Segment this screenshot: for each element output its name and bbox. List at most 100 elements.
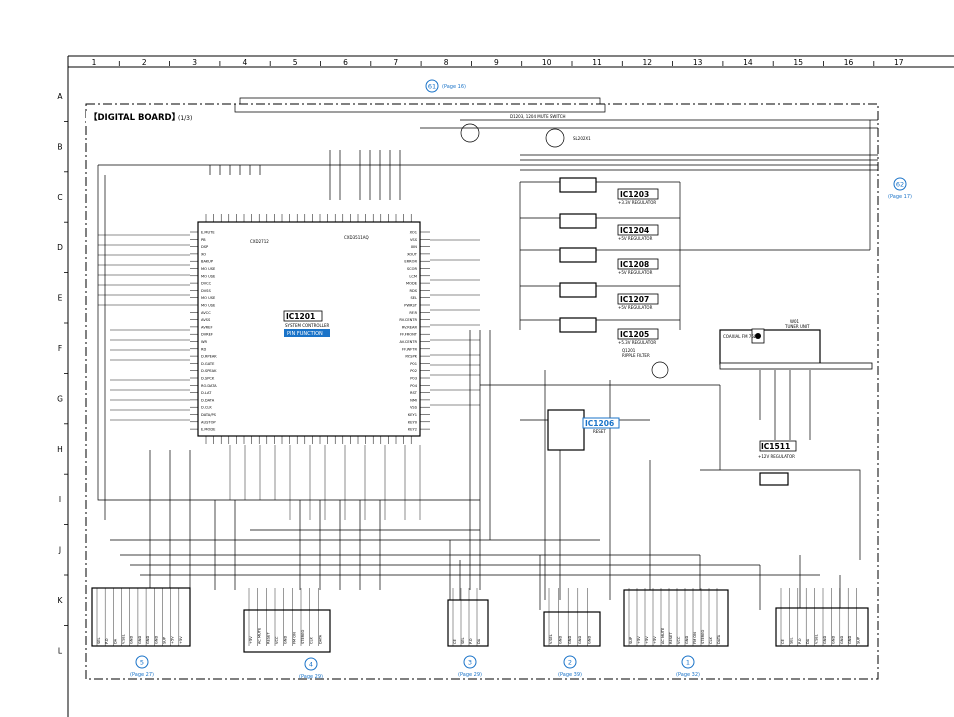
ic1201-left-pin: RD	[201, 347, 206, 351]
page-ref-glyph: 3	[468, 659, 472, 667]
connector-pin-label: GND	[823, 636, 827, 644]
connector-pin-label: GND	[831, 636, 835, 644]
column-number: 2	[142, 58, 147, 67]
connector-pin-label: SEL	[461, 637, 465, 644]
page-ref-glyph: 61	[428, 83, 436, 91]
tuner-label: TUNER UNIT	[784, 324, 810, 329]
ic1201-right-pin: RV.CENTR	[399, 318, 417, 322]
connector-pin-label: AC MUTE	[258, 627, 262, 644]
ic1201-right-pin: P03	[410, 377, 417, 381]
connector-3	[447, 599, 489, 647]
tuner-unit: W01 TUNER UNIT COAXIAL FM 75Ω	[719, 319, 873, 370]
connector-pin-label: SUP	[162, 636, 166, 644]
connector-pin-label: +5V	[249, 636, 253, 644]
ic1201-left-pin: D.LAT	[201, 391, 212, 395]
connector-pin-label: FM ON	[292, 632, 296, 644]
ic1201-right-pin: LCM	[409, 274, 417, 278]
connector-pin-label: SUP	[629, 636, 633, 644]
connector-pin-label: STEREO	[701, 629, 705, 644]
ic1201-right-pin: RST	[410, 391, 418, 395]
wiring	[97, 97, 878, 610]
ic1201-left-pin: D.SPCK	[201, 377, 215, 381]
page-ref-1: 1(Page 32)	[676, 655, 700, 678]
column-number: 13	[693, 58, 703, 67]
page-ref-glyph: 2	[568, 659, 572, 667]
connector-pin-label: FM ON	[693, 632, 697, 644]
ic1201-left-pin: PB	[201, 238, 206, 242]
connector-pin-label: RESET	[266, 632, 270, 644]
ic1201-right-pin: VSS	[410, 238, 418, 242]
regulator-ref: IC1205	[620, 330, 649, 339]
column-number: 17	[894, 58, 904, 67]
row-letter: C	[57, 193, 62, 202]
ic1201-left-pin: DSP	[201, 245, 209, 249]
ic1201-right-pin: XOUT	[407, 252, 418, 256]
column-number: 11	[592, 58, 602, 67]
column-number: 7	[393, 58, 398, 67]
page-ref-glyph: 4	[309, 661, 313, 669]
page-ref-61: 61 (Page 16)	[425, 79, 466, 93]
connector-pin-label: DATA	[318, 634, 322, 644]
page-ref-page: (Page 29)	[458, 672, 482, 678]
connectors	[91, 587, 869, 653]
page-ref-3: 3 (Page 29)	[458, 655, 482, 678]
column-number: 4	[243, 58, 248, 67]
connector-pin-label: SEL	[789, 637, 793, 644]
connector-pin-label: V.SEL	[122, 634, 126, 644]
ic1201-left-pin: DVCC	[201, 282, 212, 286]
connector-pin-label: GND	[568, 636, 572, 644]
ic1201-right-pin: RF.R	[409, 311, 417, 315]
ic1206: IC1206 RESET	[547, 409, 620, 451]
ic1201-right-pin: RV.REAR	[402, 325, 418, 329]
page-ref-page: (Page 16)	[442, 84, 466, 90]
connector-pin-label: DATA	[717, 634, 721, 644]
column-number: 12	[643, 58, 653, 67]
connector-pin-label: CE	[781, 638, 785, 644]
mute-switch: D1203, 1204 MUTE SWITCH SL202X1	[460, 114, 591, 148]
regulator-desc: +5.3V REGULATOR	[618, 340, 656, 345]
ic1201-left-pin: D.RPEAK	[201, 355, 217, 359]
ic1201-left-pin: WR	[201, 340, 208, 344]
part-misc: SL202X1	[573, 136, 591, 141]
regulator-ref: IC1208	[620, 260, 649, 269]
tuner-ref: W01	[790, 319, 800, 324]
ic1201-right-pin: P01	[410, 362, 417, 366]
connector-pin-label: CE	[453, 638, 457, 644]
regulator-ref: IC1207	[620, 295, 649, 304]
connector-pin-label: AC MUTE	[661, 627, 665, 644]
connector-pin-label: GND	[848, 636, 852, 644]
connector-pin-label: GND	[587, 636, 591, 644]
ic1201-left-pin: E.MODE	[201, 428, 216, 432]
ic1201-right-pin: VSS	[410, 406, 418, 410]
regulator-ic1204: IC1204+5V REGULATOR	[559, 213, 659, 241]
ic1201-ref: IC1201	[286, 312, 315, 321]
regulator-ref: IC1203	[620, 190, 649, 199]
column-number: 1	[92, 58, 97, 67]
page-ref-glyph: 62	[896, 181, 904, 189]
ic1201-right-pin: KEY2	[408, 428, 417, 432]
connector-pin-label: +5V	[179, 636, 183, 644]
ic1511: IC1511 +12V REGULATOR	[758, 440, 797, 486]
ic1201-left-pin: MO USE	[201, 296, 216, 300]
page-ref-page: (Page 29)	[299, 674, 323, 680]
connector-pin-label: SEL	[97, 637, 101, 644]
connector-pin-label: GND	[685, 636, 689, 644]
connector-pin-label: GND	[138, 636, 142, 644]
ic1201-right-pin: FF.WFTR	[402, 347, 417, 351]
ic1201-left-pin: D.SPEAK	[201, 369, 217, 373]
connector-pin-label: SUP	[857, 636, 861, 644]
ic1201-left-pin: DVSS	[201, 289, 211, 293]
page-ref-2: 2(Page 39)	[558, 655, 582, 678]
connector-pin-label: +5V	[645, 636, 649, 644]
column-number: 3	[192, 58, 197, 67]
row-letter: H	[57, 445, 63, 454]
connector-pin-label: GND	[154, 636, 158, 644]
ic1201-left-pin: DVREF	[201, 333, 213, 337]
column-number: 16	[844, 58, 854, 67]
ic1201-right-pin: NMI	[410, 398, 417, 402]
ic1201-label: IC1201 SYSTEM CONTROLLER PIN FUNCTION CX…	[250, 235, 369, 337]
connector-pin-label: P.O	[105, 638, 109, 644]
frame	[67, 55, 954, 717]
column-number: 6	[343, 58, 348, 67]
